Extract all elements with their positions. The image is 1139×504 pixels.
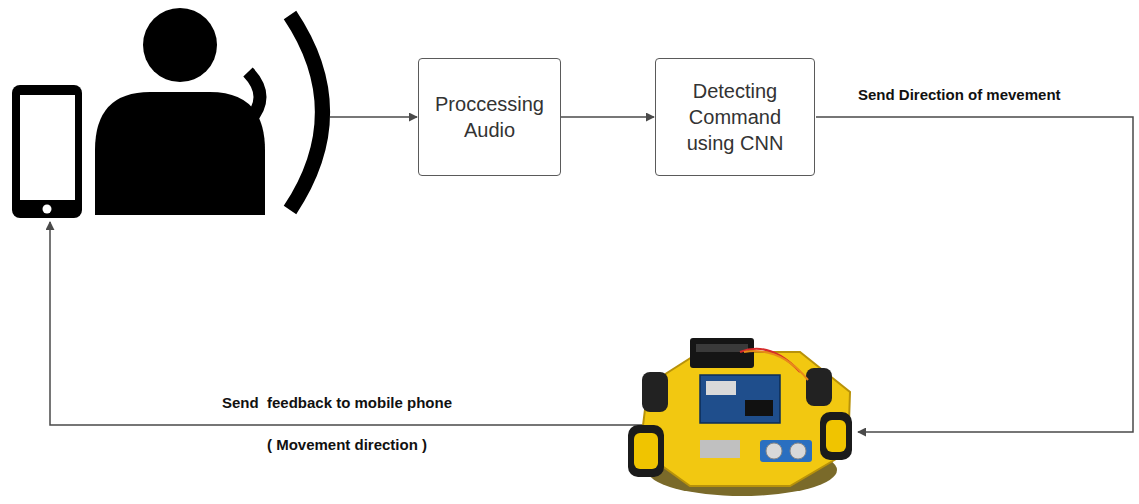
robot-car bbox=[628, 338, 852, 496]
process-box: Proccessing Audio bbox=[418, 58, 561, 176]
process-box: Detecting Command using CNN bbox=[655, 58, 815, 176]
box-label: Detecting Command using CNN bbox=[669, 78, 801, 156]
flow-label: Send feedback to mobile phone bbox=[222, 394, 452, 412]
person-icon bbox=[95, 8, 265, 215]
flow-arrow bbox=[561, 116, 654, 118]
phone-icon bbox=[12, 85, 82, 218]
flow-label: ( Movement direction ) bbox=[267, 436, 427, 454]
flow-wires bbox=[50, 117, 1133, 432]
flow-label: Send Direction of mevement bbox=[858, 86, 1061, 104]
sound-waves bbox=[248, 15, 323, 210]
box-label: Proccessing Audio bbox=[431, 91, 548, 143]
